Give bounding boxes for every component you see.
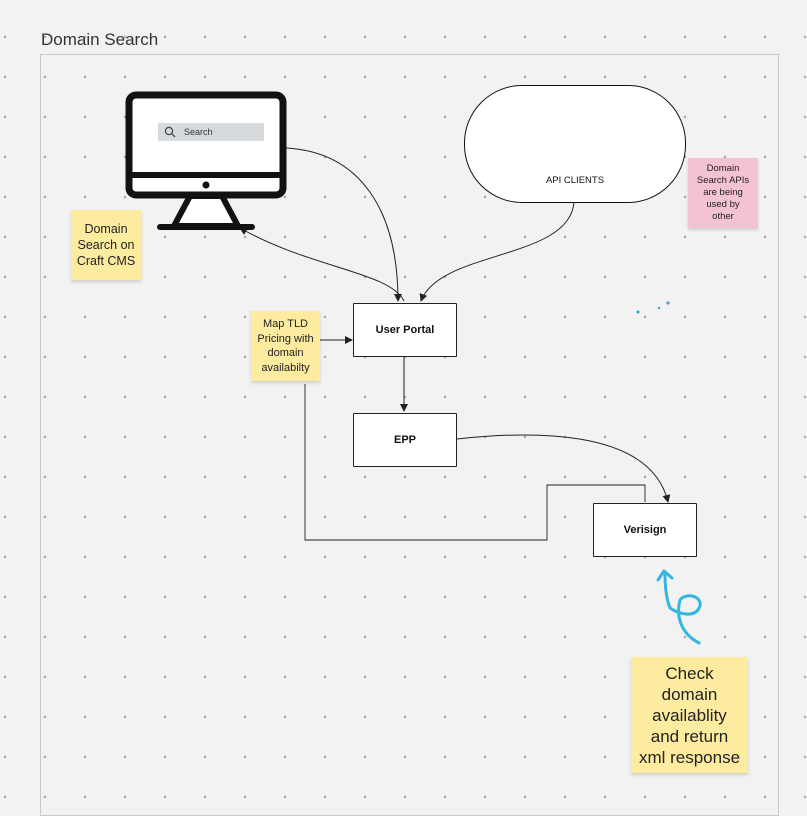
sticky-check-domain-text: Check domain availablity and return xml … <box>638 663 741 767</box>
stray-dot <box>666 301 670 305</box>
connector-monitor-to-portal <box>285 147 402 302</box>
connector-api-to-portal <box>419 201 575 302</box>
search-input[interactable]: Search <box>158 123 264 141</box>
verisign-node[interactable]: Verisign <box>593 503 697 557</box>
api-clients-group[interactable]: API CLIENTS <box>464 85 686 203</box>
handdrawn-arrow <box>656 569 702 645</box>
sticky-craft-cms[interactable]: Domain Search on Craft CMS <box>71 210 141 280</box>
search-icon <box>164 126 176 138</box>
stray-dot <box>657 306 661 310</box>
sticky-apis-note-text: Domain Search APIs are being used by oth… <box>696 163 750 222</box>
sticky-craft-cms-text: Domain Search on Craft CMS <box>76 222 136 268</box>
connector-portal-to-monitor <box>239 227 405 302</box>
sticky-apis-note[interactable]: Domain Search APIs are being used by oth… <box>688 158 758 228</box>
connector-epp-to-verisign <box>456 434 671 503</box>
epp-label: EPP <box>393 434 416 446</box>
connector-maptld-to-verisign <box>304 384 646 541</box>
sticky-map-tld-text: Map TLD Pricing with domain availabilty <box>257 318 314 374</box>
user-portal-node[interactable]: User Portal <box>353 303 457 357</box>
sticky-map-tld[interactable]: Map TLD Pricing with domain availabilty <box>251 311 320 381</box>
sticky-check-domain[interactable]: Check domain availablity and return xml … <box>631 657 748 773</box>
search-placeholder: Search <box>184 127 213 137</box>
api-clients-label: API CLIENTS <box>545 175 605 186</box>
frame-title: Domain Search <box>41 30 159 49</box>
user-portal-label: User Portal <box>375 324 435 336</box>
stray-dot <box>636 310 640 314</box>
desktop-monitor-icon <box>125 91 287 230</box>
verisign-label: Verisign <box>623 524 667 536</box>
epp-node[interactable]: EPP <box>353 413 457 467</box>
